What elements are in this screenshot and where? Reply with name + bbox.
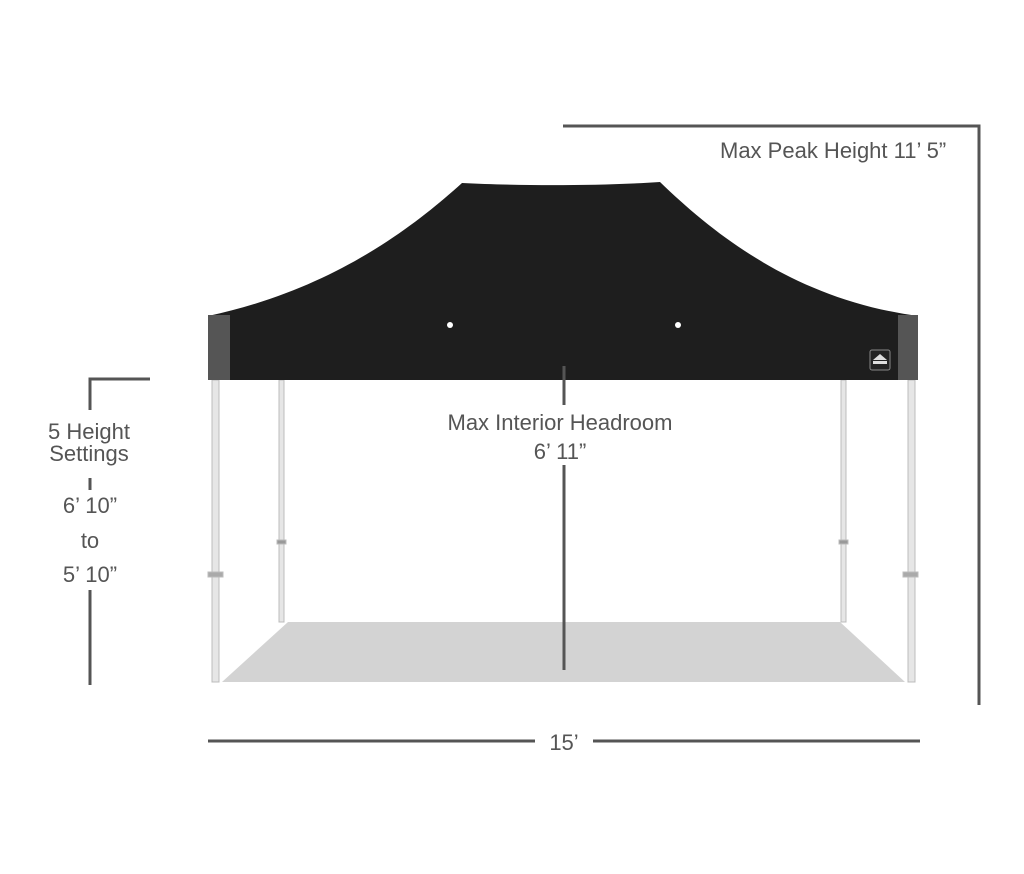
headroom-label-line2: 6’ 11” [533, 439, 587, 464]
headroom-label-line1: Max Interior Headroom [447, 410, 673, 435]
peak-height-label: Max Peak Height 11’ 5” [720, 138, 947, 163]
height-max-label: 6’ 10” [62, 493, 118, 518]
height-to-label: to [80, 528, 100, 553]
height-settings-label-line2: Settings [49, 441, 129, 466]
canopy-side-panel-left [208, 315, 230, 380]
height-settings-label-line1: 5 Height [48, 419, 130, 444]
vent-hole [447, 322, 453, 328]
vent-hole [675, 322, 681, 328]
peak-height-line [563, 124, 981, 705]
dimension-lines [88, 124, 981, 743]
canopy-roof [208, 182, 918, 380]
logo-icon [869, 349, 891, 371]
canopy-side-panel-right [898, 315, 918, 380]
height-settings-line-top [88, 377, 150, 410]
height-min-label: 5’ 10” [62, 562, 118, 587]
width-label: 15’ [549, 730, 579, 755]
